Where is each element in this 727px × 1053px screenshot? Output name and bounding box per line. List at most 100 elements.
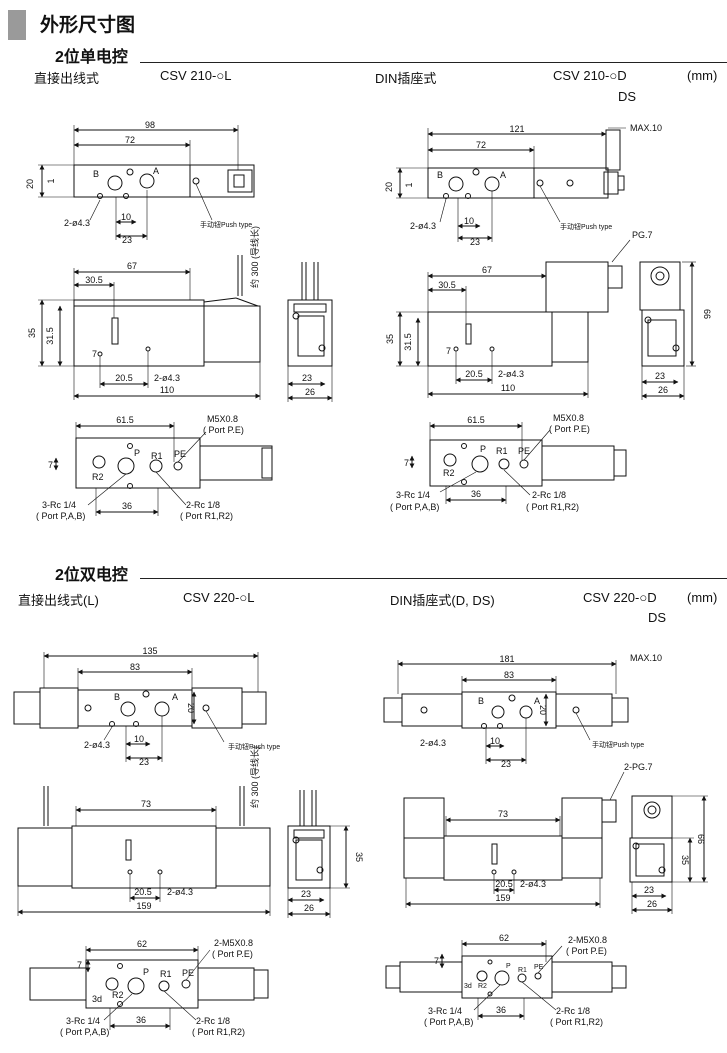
single-l-side-view [38,255,261,400]
single-r-end-26: 26 [658,385,668,395]
single-r-holes: 2-ø4.3 [410,221,436,231]
double-l-dim-10: 10 [134,734,144,744]
single-l-dim-23: 23 [122,235,132,245]
double-l-bot-m5-port: ( Port P.E) [212,949,253,959]
single-l-end-23: 23 [302,373,312,383]
double-r-dim-83: 83 [504,670,514,680]
single-r-dim-121: 121 [509,124,524,134]
double-r-bot-62: 62 [499,933,509,943]
single-l-bot-rc14-port: ( Port P,A,B) [36,511,85,521]
double-l-dim-23: 23 [139,757,149,767]
double-l-side-view [17,786,271,916]
single-r-bot-36: 36 [471,489,481,499]
double-l-dim-20-5: 20.5 [134,887,152,897]
double-l-bot-r1: R1 [160,969,172,979]
double-r-port-a: A [534,696,540,706]
double-l-dim-20: 20 [186,703,196,713]
double-r-bot-rc18: 2-Rc 1/8 [556,1006,590,1016]
double-l-end-view [287,790,350,918]
double-l-bot-rc18-port: ( Port R1,R2) [192,1027,245,1037]
double-left-model: CSV 220-○L [183,590,255,605]
single-l-dim-7: 7 [92,349,97,359]
single-l-bot-m5-port: ( Port P.E) [203,425,244,435]
single-r-dim-1: 1 [404,182,414,187]
double-unit: (mm) [687,590,718,605]
single-r-dim-20-5: 20.5 [465,369,483,379]
single-l-bot-7: 7 [48,460,53,470]
double-r-top-view [383,660,629,764]
single-r-bot-r2: R2 [443,468,455,478]
single-right-model: CSV 210-○D [553,68,627,83]
single-r-bot-pe: PE [518,446,530,456]
single-r-bottom-view [409,422,627,504]
single-l-holes: 2-ø4.3 [64,218,90,228]
header-marker [8,10,26,40]
single-r-bot-7: 7 [404,458,409,468]
single-l-bot-m5: M5X0.8 [207,414,238,424]
double-r-bot-3d: 3d [464,983,472,990]
single-l-top-view [38,125,255,240]
double-l-dim-159: 159 [136,901,151,911]
single-l-dim-1: 1 [46,178,56,183]
single-l-dim-35: 35 [27,328,37,338]
double-r-end-66: 66 [696,834,706,844]
single-l-dim-20-5: 20.5 [115,373,133,383]
single-r-bot-rc14: 3-Rc 1/4 [396,490,430,500]
double-r-end-35: 35 [680,855,690,865]
single-l-dim-10: 10 [121,212,131,222]
section-rule-single [140,62,727,63]
single-r-dim-20: 20 [384,182,394,192]
single-r-pg7: PG.7 [632,230,653,240]
double-l-side-holes: 2-ø4.3 [167,887,193,897]
double-l-dim-73: 73 [141,799,151,809]
double-l-bot-3d: 3d [92,994,102,1004]
double-r-bot-m5-port: ( Port P.E) [566,946,607,956]
single-l-bot-rc18-port: ( Port R1,R2) [180,511,233,521]
single-l-dim-67: 67 [127,261,137,271]
single-r-dim-72: 72 [476,140,486,150]
double-r-dim-10: 10 [490,736,500,746]
single-l-bot-r2: R2 [92,472,104,482]
single-r-dim-35: 35 [385,334,395,344]
double-r-bot-rc18-port: ( Port R1,R2) [550,1017,603,1027]
double-r-dim-159: 159 [495,893,510,903]
single-l-bot-pe: PE [174,449,186,459]
single-r-bot-m5-port: ( Port P.E) [549,424,590,434]
single-right-model-suffix: DS [618,89,637,104]
double-l-bot-rc14-port: ( Port P,A,B) [60,1027,109,1037]
double-r-port-b: B [478,696,484,706]
single-l-bot-p: P [134,448,140,458]
single-l-dim-30-5: 30.5 [85,275,103,285]
section-rule-double [140,578,727,579]
single-l-dim-98: 98 [145,120,155,130]
single-l-bot-rc18: 2-Rc 1/8 [186,500,220,510]
single-r-bot-p: P [480,444,486,454]
single-r-push-note: 手动钮Push type [560,222,612,231]
double-r-bot-7: 7 [434,956,439,966]
single-l-push-note: 手动钮Push type [200,220,252,229]
single-l-bot-rc14: 3-Rc 1/4 [42,500,76,510]
single-r-end-view [639,261,696,400]
single-r-bot-61-5: 61.5 [467,415,485,425]
double-l-push-note: 手动钮Push type [228,742,280,751]
single-l-port-b: B [93,169,99,179]
single-l-end-view [287,262,333,402]
single-r-dim-67: 67 [482,265,492,275]
double-r-end-view [629,795,708,914]
double-l-bot-36: 36 [136,1015,146,1025]
single-l-port-a: A [153,166,159,176]
double-l-dim-135: 135 [142,646,157,656]
double-r-dim-73: 73 [498,809,508,819]
double-l-end-26: 26 [304,903,314,913]
double-r-bot-r1: R1 [518,967,527,974]
single-l-end-26: 26 [305,387,315,397]
section-title-single: 2位单电控 [55,49,128,66]
double-l-bot-7: 7 [77,960,82,970]
double-r-bot-pe: PE [534,964,544,971]
double-r-bot-36: 36 [496,1005,506,1015]
single-r-dim-110: 110 [501,383,515,393]
single-r-bot-m5: M5X0.8 [553,413,584,423]
single-l-bot-61-5: 61.5 [116,415,134,425]
double-right-label: DIN插座式(D, DS) [390,593,495,608]
double-r-push-note: 手动钮Push type [592,740,644,749]
